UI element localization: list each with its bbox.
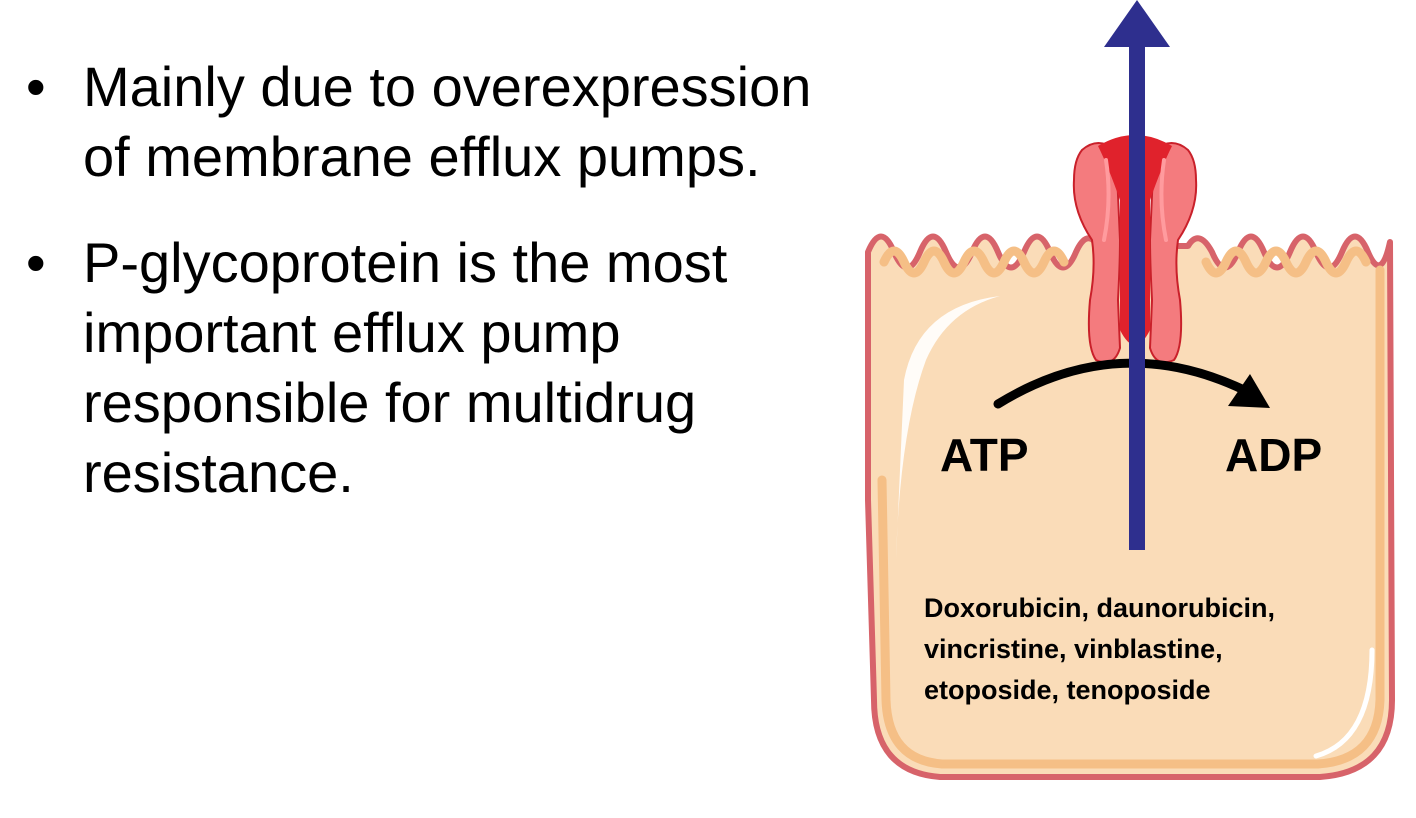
cell-highlight [896,296,1000,560]
bullet-text: P-glycoprotein is the most important eff… [83,231,728,504]
bullet-symbol: • [26,231,46,294]
pump-channel-highlight [1102,158,1168,242]
bullet-list: • Mainly due to overexpression of membra… [26,52,856,508]
efflux-arrow-shaft [1129,40,1145,550]
efflux-arrow-head [1104,0,1170,47]
bullet-item-p-glycoprotein: • P-glycoprotein is the most important e… [26,228,856,508]
bullet-symbol: • [26,55,46,118]
reaction-arrow [993,358,1270,409]
bullet-item-overexpression: • Mainly due to overexpression of membra… [26,52,856,192]
efflux-arrow [1104,0,1170,550]
reaction-arrow-head [1228,374,1270,408]
adp-label: ADP [1225,429,1322,481]
drug-list-line: vincristine, vinblastine, [924,634,1223,664]
atp-label: ATP [940,429,1029,481]
cell-highlight-bottom [1313,647,1375,759]
drug-list-line: Doxorubicin, daunorubicin, [924,593,1275,623]
drug-list-line: etoposide, tenoposide [924,675,1211,705]
bullet-text: Mainly due to overexpression of membrane… [83,55,812,188]
membrane-inner-band [877,246,1385,769]
reaction-arrow-curve [993,358,1249,409]
